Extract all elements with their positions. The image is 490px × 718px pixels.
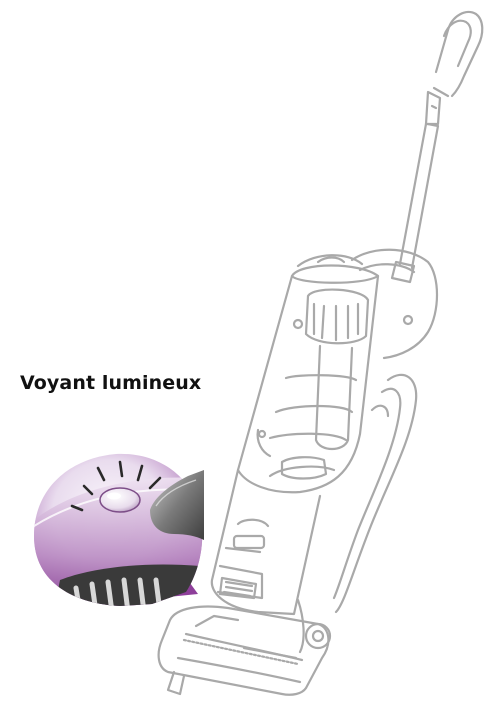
vacuum-cleaner bbox=[159, 12, 483, 695]
indicator-light-callout bbox=[34, 454, 204, 620]
indicator-light-icon[interactable] bbox=[100, 488, 140, 512]
indicator-light-label: Voyant lumineux bbox=[20, 372, 201, 394]
handle-grip[interactable] bbox=[436, 12, 482, 96]
rear-wheel bbox=[306, 624, 330, 648]
wand-tube bbox=[426, 92, 440, 124]
